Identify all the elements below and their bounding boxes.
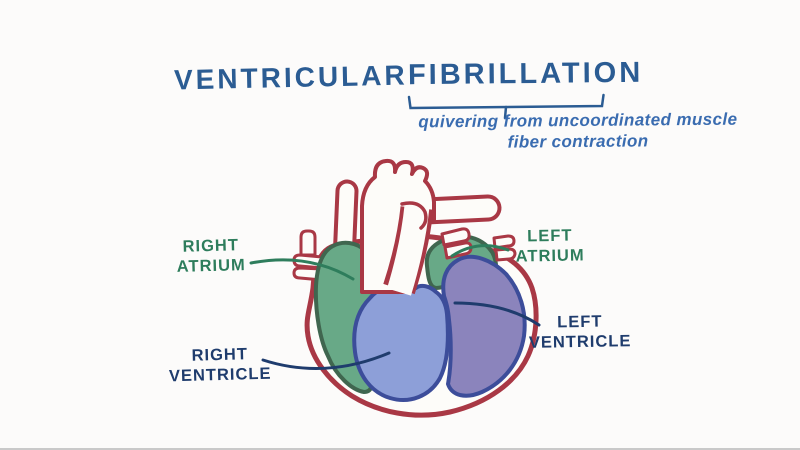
left-atrium-pointer-line (450, 244, 510, 258)
label-left-ventricle: LEFT VENTRICLE (528, 312, 632, 352)
underbrace (407, 93, 605, 120)
definition-line2: fiber contraction (507, 131, 649, 152)
left-ventricle-pointer-line (453, 301, 541, 327)
label-right-ventricle: RIGHT VENTRICLE (168, 345, 272, 386)
pulmonary-artery-branch (412, 194, 502, 225)
label-left-atrium: LEFT ATRIUM (515, 226, 585, 266)
right-ventricle-shape (352, 282, 450, 402)
label-right-atrium: RIGHT ATRIUM (176, 236, 246, 276)
pulmonary-trunk (383, 201, 434, 296)
title-ventricular: VENTRICULAR (173, 59, 408, 96)
right-ventricle-pointer-line (261, 351, 391, 371)
fibrillation-definition: quivering from uncoordinated muscle fibe… (408, 109, 748, 154)
right-atrium-pointer-line (249, 258, 355, 281)
definition-line1: quivering from uncoordinated muscle (418, 109, 738, 132)
title-fibrillation: FIBRILLATION (407, 56, 644, 92)
